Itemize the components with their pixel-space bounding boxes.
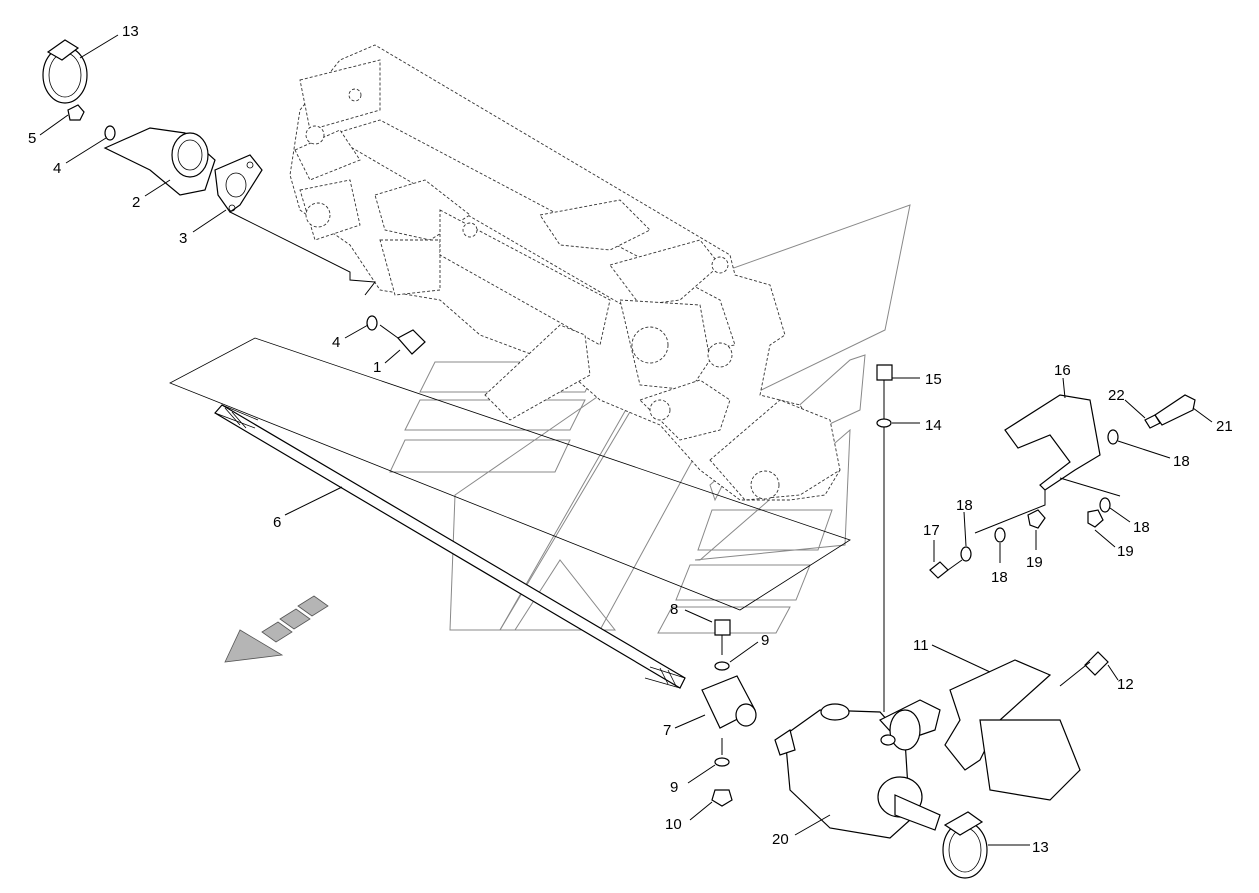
flange-plate [214,154,263,213]
callout-9-lower: 9 [670,779,678,796]
nut-22 [1144,414,1161,429]
callout-4-upper: 4 [53,160,61,177]
callout-14: 14 [925,417,942,434]
bolt-8 [714,619,731,636]
nut-5 [67,104,85,121]
callout-19-a: 19 [1026,554,1043,571]
callout-1: 1 [373,359,381,376]
callout-13-lower: 13 [1032,839,1049,856]
callout-11: 11 [913,637,929,654]
callout-22: 22 [1108,387,1125,404]
washer-4-lower [366,315,378,331]
bolt-21 [1154,394,1196,426]
callout-2: 2 [132,194,140,211]
nut-10 [711,789,733,807]
callout-18-a: 18 [1173,453,1190,470]
shield-11 [944,659,1052,771]
shaft-assembly-outline [169,337,851,611]
callout-4-lower: 4 [332,334,340,351]
washer-4-upper [104,125,116,141]
bolt-1-group [366,315,426,355]
washer-9-upper [714,661,730,671]
callout-20: 20 [772,831,789,848]
bracket-16 [1004,394,1101,491]
shield-11-group [944,651,1109,801]
bolt-12 [1084,651,1109,676]
washer-18-b [960,546,972,562]
callout-16: 16 [1054,362,1071,379]
tractor-frame [289,44,841,501]
washer-18-c [994,527,1006,543]
callout-8: 8 [670,601,678,618]
callout-13-upper: 13 [122,23,139,40]
drive-shaft [214,404,686,689]
callout-18-b: 18 [956,497,973,514]
callout-21: 21 [1216,418,1233,435]
callout-15: 15 [925,371,942,388]
bolt-1 [397,329,426,355]
gearbox [774,380,941,839]
nut-19-a [1027,509,1046,529]
callout-10: 10 [665,816,682,833]
washer-18-a [1107,429,1119,445]
callout-12: 12 [1117,676,1134,693]
callout-19-b: 19 [1117,543,1134,560]
washer-14 [876,418,892,428]
coupler-assembly [701,619,757,807]
drive-shaft-assembly [169,337,851,689]
callout-18-d: 18 [1133,519,1150,536]
bracket-16-group [929,394,1196,579]
callout-labels: 13 5 4 2 3 4 1 6 8 9 7 9 10 20 13 11 12 … [28,23,1233,856]
callout-3: 3 [179,230,187,247]
callout-18-c: 18 [991,569,1008,586]
bearing-assembly [42,39,376,296]
nut-19-b [1087,509,1104,528]
bolt-15-group [876,364,893,428]
hose-clamp-lower-group [942,811,988,879]
washer-9-lower [714,757,730,767]
bolt-17 [929,561,949,579]
leader-lines [39,34,1213,846]
washer-18-d [1099,497,1111,513]
callout-7: 7 [663,722,671,739]
callout-6: 6 [273,514,281,531]
callout-17: 17 [923,522,940,539]
callout-9-upper: 9 [761,632,769,649]
direction-arrow [224,595,329,663]
callout-5: 5 [28,130,36,147]
bolt-15 [876,364,893,381]
